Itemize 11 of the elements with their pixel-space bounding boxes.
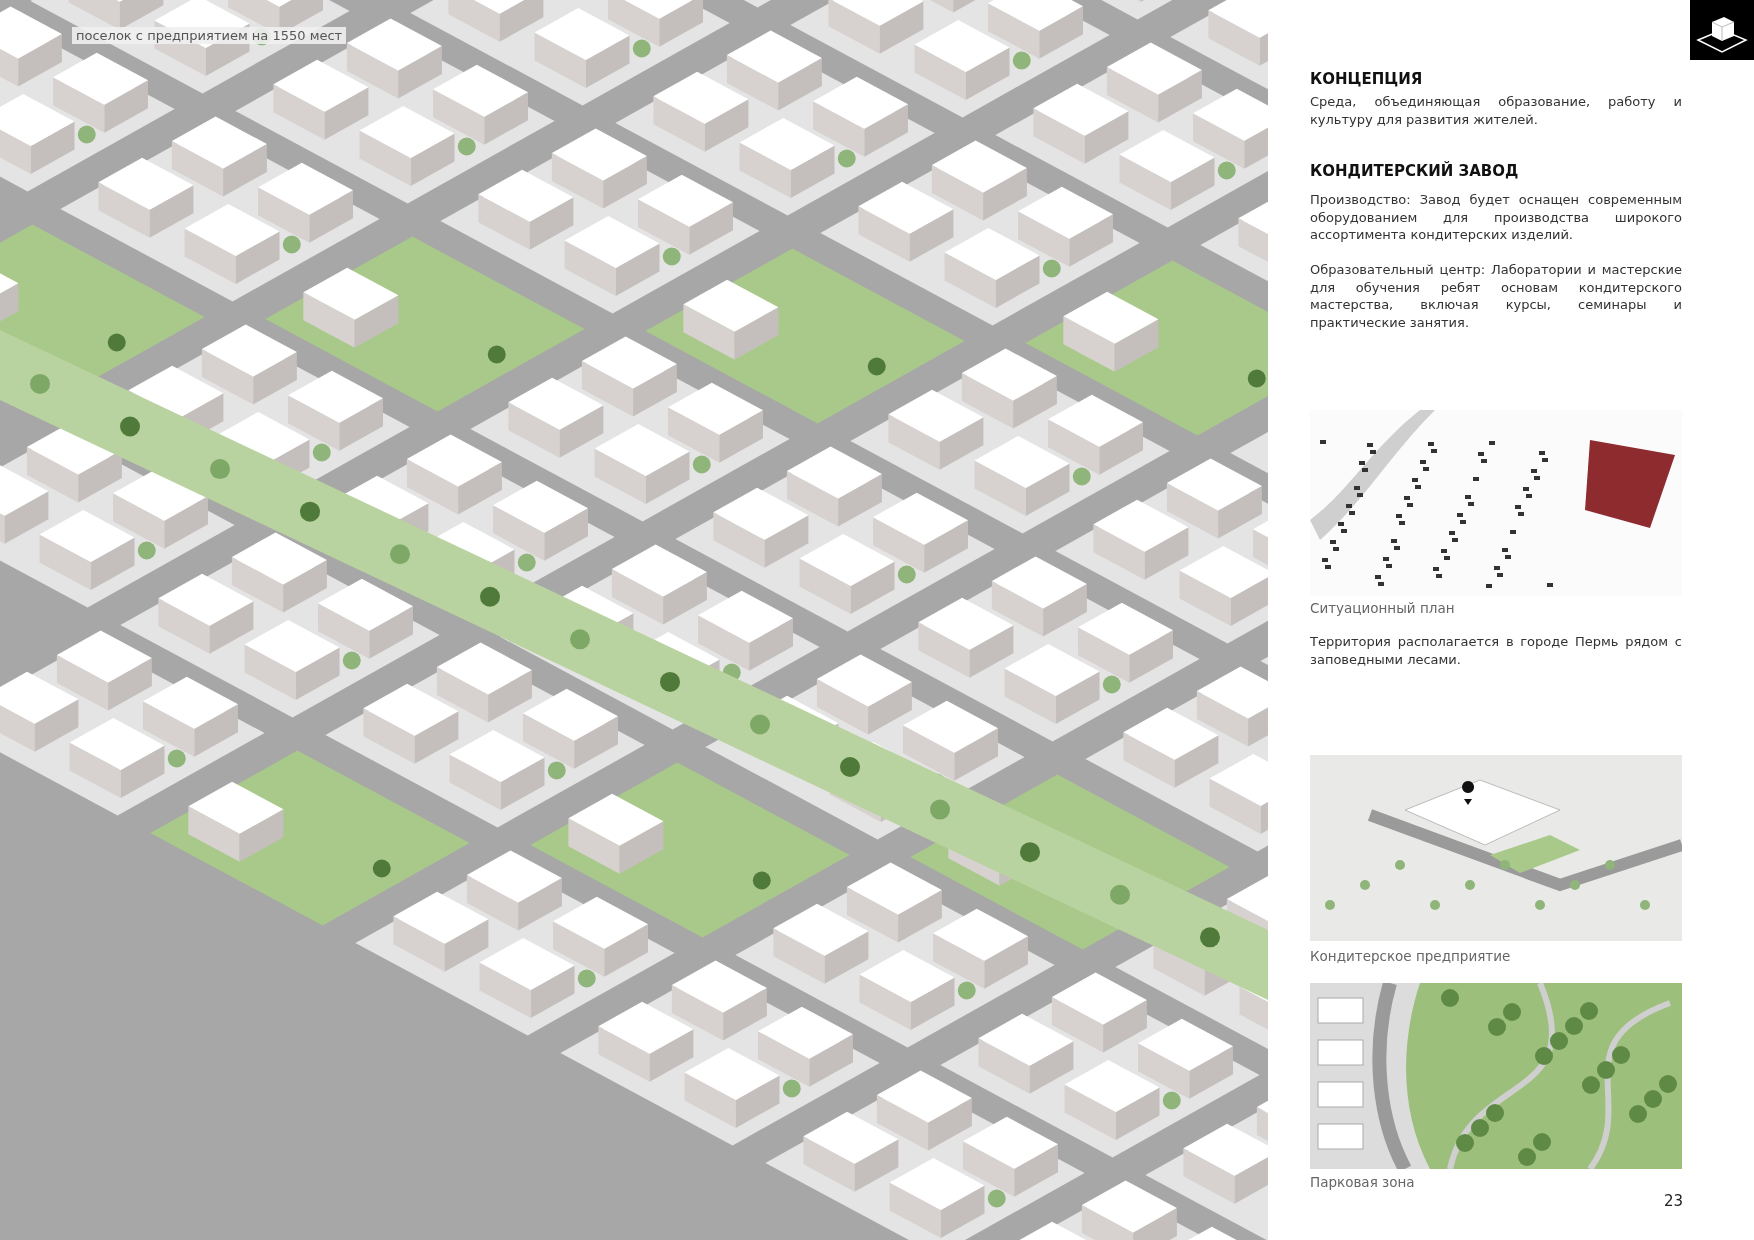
paragraph: Среда, объединяющая образование, работу и культуру для развития жителей. — [1310, 93, 1682, 128]
paragraph: Производство: Завод будет оснащен современным оборудованием для производства широкого ассортимента кондитерских изделий. — [1310, 191, 1682, 244]
image-caption: Парковая зона — [1310, 1174, 1415, 1190]
section-heading: КОНДИТЕРСКИЙ ЗАВОД — [1310, 162, 1519, 180]
image-caption: Кондитерское предприятие — [1310, 948, 1511, 964]
image-caption: Ситуационный план — [1310, 600, 1455, 616]
section-heading: КОНЦЕПЦИЯ — [1310, 70, 1423, 88]
paragraph: Территория располагается в городе Пермь рядом с заповедными лесами. — [1310, 633, 1682, 668]
plan-caption: поселок с предприятием на 1550 мест — [72, 27, 347, 44]
paragraph: Образовательный центр: Лаборатории и мастерские для обучения ребят основам кондитерского мастерства, включая курсы, семинары и практические занятия. — [1310, 261, 1682, 331]
page-number: 23 — [1664, 1192, 1684, 1210]
